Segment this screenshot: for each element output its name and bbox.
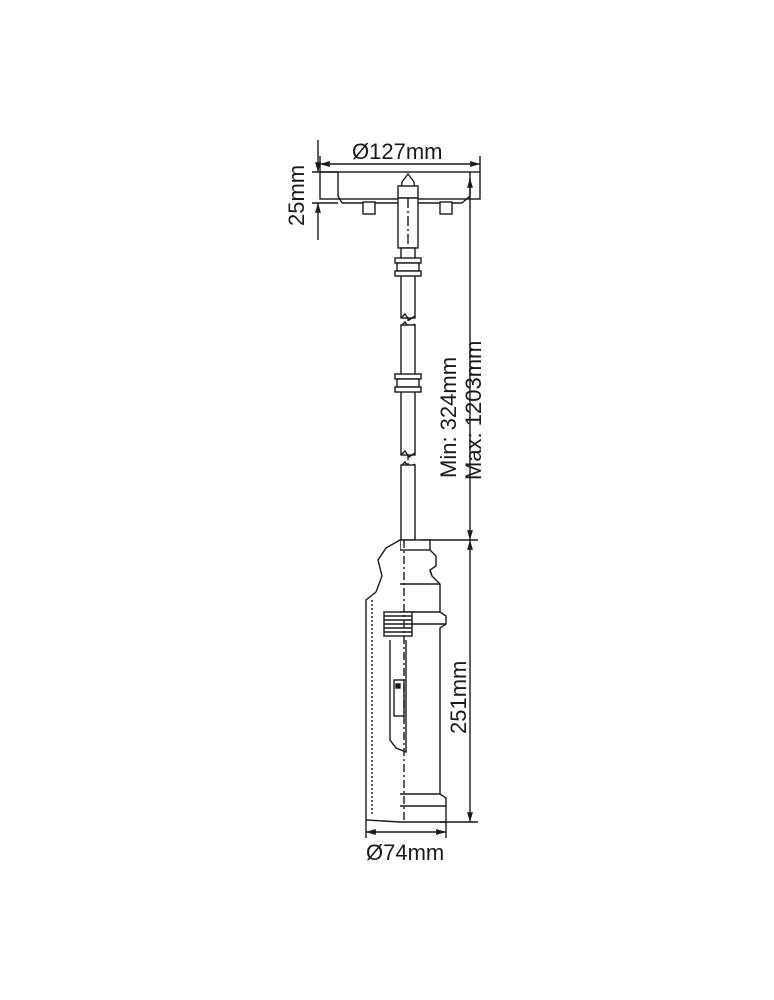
canopy-height-dimension (312, 140, 338, 240)
lamp-shade (365, 539, 447, 823)
ceiling-canopy (319, 171, 481, 215)
drop-min-label: Min: 324mm (436, 356, 461, 478)
shade-height-label: 251mm (446, 660, 471, 734)
shade-diameter-dimension (365, 820, 447, 838)
suspension-rod (394, 197, 422, 541)
canopy-height-label: 25mm (284, 164, 309, 226)
canopy-diameter-label: Ø127mm (352, 139, 443, 164)
shade-diameter-label: Ø74mm (366, 840, 445, 865)
drop-max-label: Max: 1203mm (461, 340, 486, 480)
